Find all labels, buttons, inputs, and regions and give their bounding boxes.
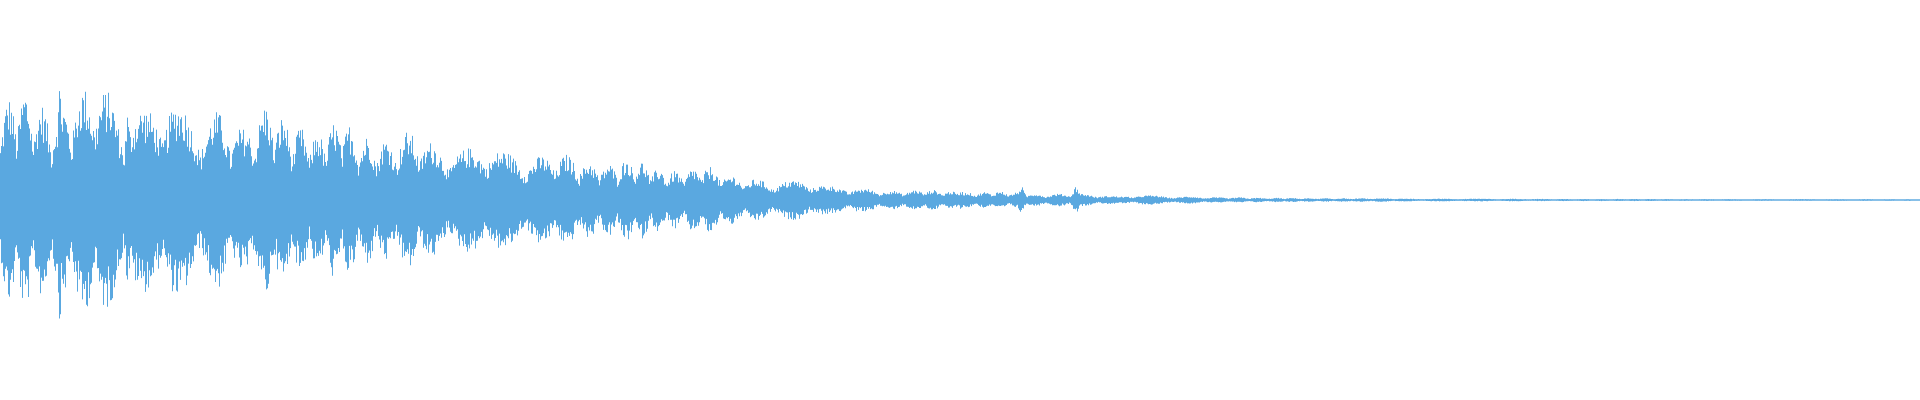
waveform-path: [0, 91, 1920, 319]
